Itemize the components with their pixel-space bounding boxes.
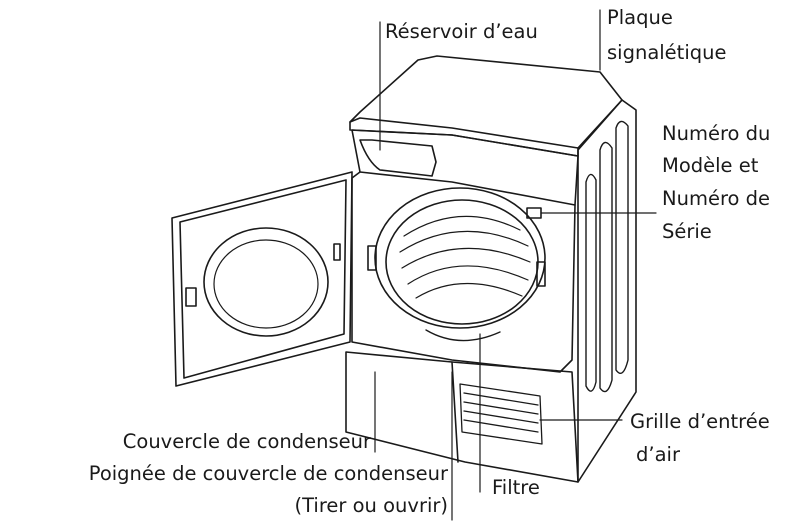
label-modele-line1: Numéro du <box>662 122 771 145</box>
air-intake-grille <box>459 383 543 445</box>
label-grille-line1: Grille d’entrée <box>630 410 770 433</box>
top-panel <box>349 55 623 149</box>
dryer-door[interactable] <box>171 171 353 387</box>
label-filtre: Filtre <box>492 476 540 499</box>
drum <box>374 187 546 329</box>
door-hinge-left <box>367 245 377 271</box>
leader-lines <box>374 9 657 521</box>
side-ribs <box>585 120 629 393</box>
label-modele-line4: Série <box>662 220 712 243</box>
door-latch-right <box>536 261 546 287</box>
label-poignee-line1: Poignée de couvercle de condenseur <box>88 462 448 485</box>
dryer-body <box>345 55 637 483</box>
right-side-panel <box>577 99 637 483</box>
base-divider <box>451 361 459 463</box>
door-handle[interactable] <box>185 287 197 307</box>
label-modele-line3: Numéro de <box>662 187 771 210</box>
label-grille-line2: d’air <box>636 443 680 466</box>
filter[interactable] <box>425 329 501 342</box>
label-reservoir: Réservoir d’eau <box>385 20 538 43</box>
water-reservoir-drawer[interactable] <box>359 139 437 177</box>
front-panel <box>351 171 576 373</box>
label-modele-line2: Modèle et <box>662 154 759 177</box>
label-plaque-line1: Plaque <box>607 6 673 29</box>
label-plaque-line2: signalétique <box>607 41 727 64</box>
label-couvercle: Couvercle de condenseur <box>122 430 371 453</box>
label-poignee-line2: (Tirer ou ouvrir) <box>294 494 448 517</box>
